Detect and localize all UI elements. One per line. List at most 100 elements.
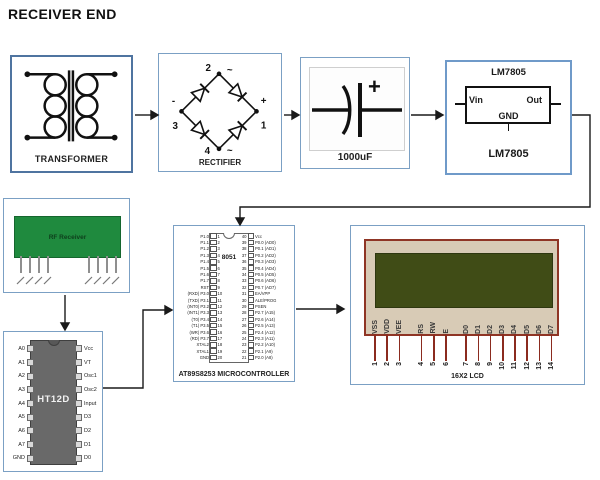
mcu-pin-box-icon xyxy=(247,252,254,259)
ic-notch-icon xyxy=(47,340,60,346)
lcd-pin-line xyxy=(538,334,541,361)
decoder-left-pins: A0 A1 A2 A3 A4 A5 A6 A7 xyxy=(6,342,34,465)
decoder-pin-label: D0 xyxy=(84,455,92,462)
lcd-pin-line xyxy=(386,334,389,361)
mcu-pin-box-icon xyxy=(247,316,254,323)
mcu-pin-number: 7 xyxy=(217,272,220,278)
mcu-pin-label: P2.1 (A9) xyxy=(255,348,273,354)
mcu-pin-label: P0.3 (AD3) xyxy=(255,259,276,265)
lcd-screen xyxy=(375,253,553,308)
lcd-pin: RW 5 xyxy=(428,306,440,370)
mcu-pin-row: 22 P2.1 (A9) xyxy=(240,348,294,354)
lcd-pin-line xyxy=(550,334,553,361)
mcu-pin-box-icon xyxy=(210,265,217,271)
mcu-pin-label: P1.7 xyxy=(200,278,209,284)
mcu-pin-label: XTAL2 xyxy=(196,342,210,348)
mcu-pin-row: 24 P2.3 (A11) xyxy=(240,335,294,342)
mcu-pin-label: P0.0 (AD0) xyxy=(255,240,276,246)
decoder-right-pins: Vcc VT Osc1 Osc2 Input D3 D2 D1 xyxy=(75,342,103,465)
regulator-gnd-lead xyxy=(507,123,509,131)
decoder-pin-box-icon xyxy=(27,441,34,449)
mcu-pin-label: P2.2 (A10) xyxy=(255,342,276,348)
lcd-pin: D1 8 xyxy=(472,306,484,370)
decoder-pin-label: A5 xyxy=(18,414,25,421)
lcd-pin-line xyxy=(489,334,492,361)
mcu-pin-label: (RXD) P3.0 xyxy=(187,291,209,297)
mcu-pin-box-icon xyxy=(247,329,254,335)
mcu-pin-box-icon xyxy=(210,297,217,303)
mcu-pin-box-icon xyxy=(210,259,217,265)
decoder-pin-row: D3 xyxy=(75,410,103,424)
mcu-pin-number: 29 xyxy=(241,303,247,309)
decoder-pin-box-icon xyxy=(27,413,34,421)
lcd-pin: VDD 2 xyxy=(381,306,393,370)
lcd-pin-label: D4 xyxy=(511,325,519,334)
mcu-pin-row: 31 EA/VPP xyxy=(240,290,294,297)
mcu-pin-label: P2.4 (A12) xyxy=(255,329,276,335)
lcd-pin-number: 12 xyxy=(523,362,531,370)
terminal-2: 2 xyxy=(206,63,212,74)
mcu-pin-number: 23 xyxy=(241,342,247,348)
mcu-pin-number: 11 xyxy=(217,297,222,303)
mcu-pin-row: RST 9 xyxy=(175,284,224,291)
regulator-out-label: Out xyxy=(526,95,543,105)
lcd-pin-label: D5 xyxy=(523,325,531,334)
lcd-pin-number: 2 xyxy=(383,362,391,366)
lcd-pin-number: 1 xyxy=(371,362,379,366)
mcu-pin-label: P0.4 (AD4) xyxy=(255,265,276,271)
decoder-pin-label: Osc1 xyxy=(84,373,97,380)
rf-receiver-block: RF Receiver xyxy=(3,198,130,293)
lcd-pin-label: RS xyxy=(418,324,426,334)
mcu-pin-row: P1.0 1 xyxy=(175,233,224,239)
decoder-pin-box-icon xyxy=(27,359,34,367)
decoder-pin-label: D2 xyxy=(84,427,92,434)
mcu-left-pins: P1.0 1 P1.1 2 P1.2 3 P1.3 4 P1.4 5 P1.5 xyxy=(175,233,224,361)
decoder-pin-box-icon xyxy=(75,386,82,394)
mcu-pin-row: XTAL2 18 xyxy=(175,342,224,348)
decoder-pin-box-icon xyxy=(75,441,82,449)
mcu-pin-number: 31 xyxy=(241,291,247,297)
lcd-pin-label: D1 xyxy=(474,325,482,334)
mcu-pin-label: P0.2 (AD2) xyxy=(255,252,276,258)
decoder-pin-box-icon xyxy=(27,372,34,380)
rectifier-label: RECTIFIER xyxy=(198,158,242,167)
mcu-pin-label: (RD) P3.7 xyxy=(190,335,209,341)
mcu-pin-box-icon xyxy=(210,316,217,323)
lcd-module xyxy=(364,239,559,336)
lcd-pin-number: 4 xyxy=(418,362,426,366)
lcd-pin-group-power: VSS 1 VDD 2 VEE 3 xyxy=(369,306,406,370)
mcu-pin-row: 33 P0.6 (AD6) xyxy=(240,278,294,284)
mcu-pin-row: 38 P0.1 (AD1) xyxy=(240,246,294,252)
mcu-pin-number: 6 xyxy=(217,265,220,271)
mcu-pin-label: P0.6 (AD6) xyxy=(255,278,276,284)
mcu-pin-row: 29 PSEN xyxy=(240,303,294,310)
mcu-pin-row: 27 P2.6 (A14) xyxy=(240,316,294,323)
regulator-caption: LM7805 xyxy=(488,148,529,160)
capacitor-label: 1000uF xyxy=(337,152,373,163)
decoder-pin-box-icon xyxy=(27,345,34,353)
mcu-pin-label: ALE/PROG xyxy=(255,297,277,303)
lcd-pin: D7 14 xyxy=(545,306,557,370)
mcu-pin-box-icon xyxy=(210,246,217,252)
decoder-pin-row: Osc1 xyxy=(75,369,103,383)
decoder-pin-label: GND xyxy=(12,455,25,462)
mcu-pin-label: P2.0 (A8) xyxy=(255,355,273,361)
transformer-symbol-icon xyxy=(24,70,118,142)
decoder-pin-box-icon xyxy=(75,413,82,421)
decoder-pin-row: A2 xyxy=(6,369,34,383)
mcu-pin-label: (TXD) P3.1 xyxy=(188,297,209,303)
mcu-pin-number: 35 xyxy=(241,265,247,271)
mcu-pin-box-icon xyxy=(210,310,217,316)
mcu-pin-number: 10 xyxy=(217,291,223,297)
mcu-pin-box-icon xyxy=(247,297,254,303)
mcu-pin-row: 35 P0.4 (AD4) xyxy=(240,265,294,271)
terminal-minus: - xyxy=(172,96,175,107)
mcu-pin-row: P1.5 6 xyxy=(175,265,224,271)
regulator-out-lead xyxy=(551,103,561,105)
mcu-pin-row: 23 P2.2 (A10) xyxy=(240,342,294,348)
decoder-pin-row: D1 xyxy=(75,438,103,452)
lcd-pin-number: 8 xyxy=(474,362,482,366)
mcu-pin-row: (T1) P3.5 15 xyxy=(175,322,224,329)
mcu-pin-box-icon xyxy=(247,246,254,252)
lcd-pin-group-data: D0 7 D1 8 D2 9 D3 10 D4 xyxy=(460,306,558,370)
